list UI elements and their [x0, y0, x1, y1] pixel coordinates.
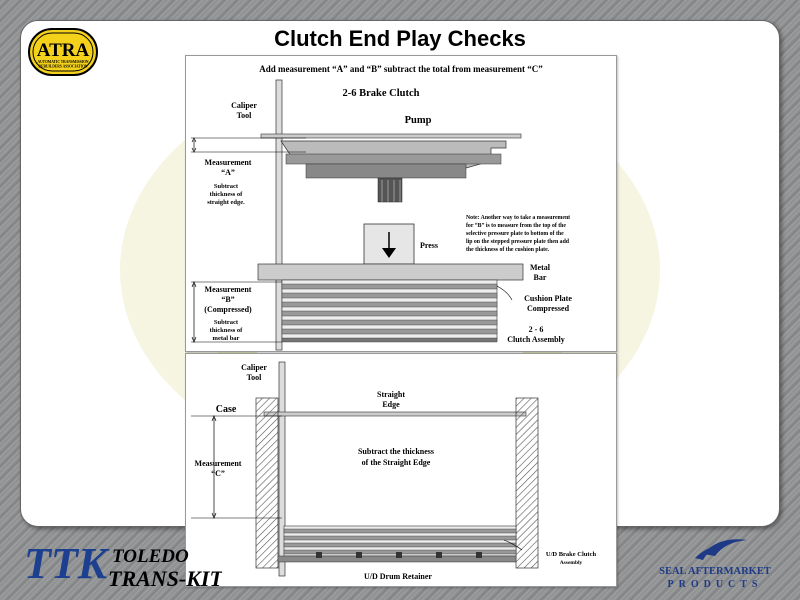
- metal-bar-label-1: Metal: [530, 263, 551, 272]
- caliper-label-1: Caliper: [231, 101, 257, 110]
- pump-shaft: [377, 177, 403, 203]
- note-line-2: for “B” is to measure from the top of th…: [466, 223, 566, 229]
- seal-aftermarket-logo: SEAL AFTERMARKET PRODUCTS: [659, 539, 771, 590]
- clutch-stack: [281, 279, 498, 343]
- press-label: Press: [420, 241, 438, 250]
- pump-label: Pump: [405, 115, 432, 126]
- measurement-c-label-2: “C”: [211, 469, 225, 478]
- note-line-1: Note: Another way to take a measurement: [466, 215, 570, 221]
- atra-logo: ATRA AUTOMATIC TRANSMISSION REBUILDERS A…: [28, 28, 98, 76]
- ud-brake-clutch-stack: [283, 525, 517, 557]
- case-wall-left: [255, 397, 279, 569]
- measurement-b-label-1: Measurement: [205, 285, 252, 294]
- subtract-a-2: thickness of: [210, 191, 244, 198]
- diagram-subheading: 2-6 Brake Clutch: [343, 88, 420, 99]
- atra-tagline-2: REBUILDERS ASSOCIATION: [39, 65, 88, 69]
- measurement-a-label-2: “A”: [221, 168, 235, 177]
- clutch-assembly-label-2: Clutch Assembly: [507, 335, 565, 344]
- subtract-c-2: of the Straight Edge: [362, 458, 431, 467]
- caliper-c-label-1: Caliper: [241, 363, 267, 372]
- caliper-label-2: Tool: [237, 111, 253, 120]
- straight-edge-bottom: [263, 411, 527, 417]
- atra-tagline-1: AUTOMATIC TRANSMISSION: [37, 60, 88, 64]
- diagram-heading: Add measurement “A” and “B” subtract the…: [259, 64, 543, 74]
- metal-bar-label-2: Bar: [534, 273, 547, 282]
- diagram-measurement-c: Caliper Tool Straight Edge Case Measurem…: [185, 353, 617, 587]
- ttk-mark: TTK: [24, 539, 110, 588]
- ttk-toledo: TOLEDO: [112, 546, 189, 567]
- straight-edge-label-1: Straight: [377, 390, 405, 399]
- measurement-c-label-1: Measurement: [195, 459, 242, 468]
- subtract-a-3: straight edge.: [207, 199, 245, 206]
- ud-brake-label-1: U/D Brake Clutch: [546, 551, 597, 558]
- case-label: Case: [216, 404, 237, 415]
- toledo-trans-kit-logo: TTK TOLEDO TRANS-KIT: [24, 539, 222, 591]
- ud-brake-label-2: Assembly: [560, 560, 583, 566]
- subtract-c-1: Subtract the thickness: [358, 447, 434, 456]
- caliper-tool-bottom: [278, 361, 286, 577]
- note-line-4: lip on the stepped pressure plate then a…: [466, 239, 570, 245]
- seal-line-2: PRODUCTS: [667, 579, 762, 590]
- metal-bar: [257, 263, 524, 281]
- page-title: Clutch End Play Checks: [274, 26, 526, 51]
- subtract-b-3: metal bar: [213, 335, 240, 342]
- seal-swoosh-icon: [703, 539, 747, 556]
- measurement-a-label-1: Measurement: [205, 158, 252, 167]
- subtract-b-2: thickness of: [210, 327, 244, 334]
- straight-edge-label-2: Edge: [382, 400, 400, 409]
- measurement-b-label-3: (Compressed): [204, 305, 252, 314]
- seal-line-1: SEAL AFTERMARKET: [659, 566, 771, 577]
- ud-drum-label: U/D Drum Retainer: [364, 572, 432, 581]
- cushion-plate-label-1: Cushion Plate: [524, 294, 572, 303]
- case-wall-right: [515, 397, 539, 569]
- subtract-a-1: Subtract: [214, 183, 239, 190]
- ttk-trans-kit: TRANS-KIT: [108, 566, 222, 591]
- clutch-assembly-label-1: 2 - 6: [529, 325, 544, 334]
- caliper-c-label-2: Tool: [247, 373, 263, 382]
- subtract-b-1: Subtract: [214, 319, 239, 326]
- note-line-3: selective pressure plate to bottom of th…: [466, 231, 564, 237]
- caliper-tool-top: [275, 79, 283, 351]
- measurement-b-label-2: “B”: [221, 295, 234, 304]
- cushion-plate-label-2: Compressed: [527, 304, 570, 313]
- note-line-5: the thickness of the cushion plate.: [466, 247, 550, 253]
- straight-edge-top: [260, 133, 522, 139]
- atra-logo-text: ATRA: [37, 40, 90, 61]
- diagram-measurements-a-b: Add measurement “A” and “B” subtract the…: [185, 55, 617, 352]
